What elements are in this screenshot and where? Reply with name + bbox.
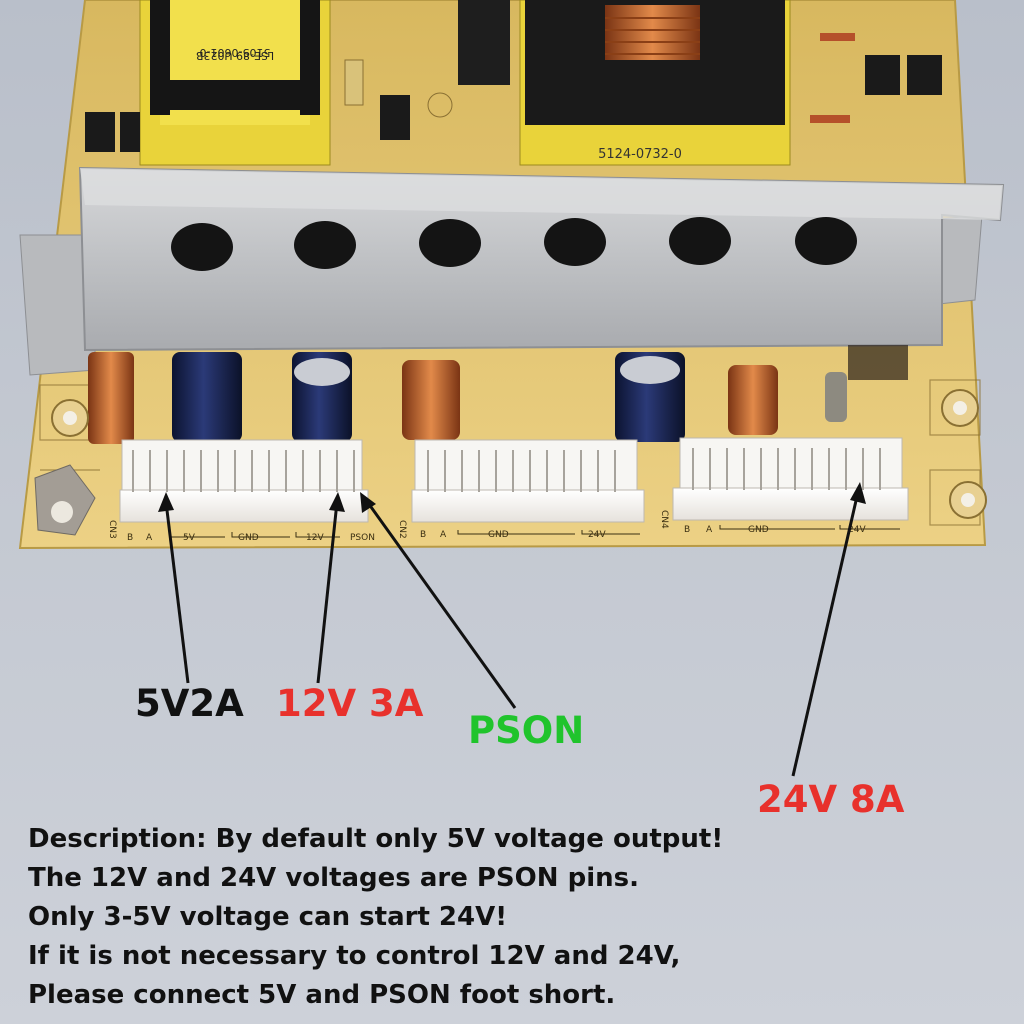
cn3-pin-label: A xyxy=(146,533,153,543)
flyback-code-1: LSE-89 U023B xyxy=(196,49,274,62)
connector-cn2 xyxy=(411,439,645,523)
cn4-pin-label: B xyxy=(684,525,690,535)
cn3-pin-label: PSON xyxy=(350,533,375,543)
connector-cn3 xyxy=(119,439,369,523)
mounting-holes xyxy=(34,389,987,536)
annotation-arrows xyxy=(158,482,866,777)
transformer-code: 5124-0732-0 xyxy=(598,147,682,162)
callout-24v-8a: 24V 8A xyxy=(757,778,905,821)
heatsink-hole xyxy=(795,217,857,265)
heatsink-hole xyxy=(294,221,356,269)
cn4-pin-label: GND xyxy=(748,525,769,535)
small-components xyxy=(85,0,942,152)
cn3-pin-label: 5V xyxy=(183,533,196,543)
cn4-id: CN4 xyxy=(659,510,669,529)
callout-5v-2a: 5V2A xyxy=(135,682,244,725)
heatsink-hole xyxy=(419,219,481,267)
description-line: Only 3-5V voltage can start 24V! xyxy=(28,902,508,932)
callout-pson: PSON xyxy=(468,709,585,752)
callout-12v-3a: 12V 3A xyxy=(276,682,424,725)
flyback-code-2: 5105-0601-0 xyxy=(200,46,271,59)
cn3-pin-label: B xyxy=(127,533,133,543)
cn2-pin-label: GND xyxy=(488,530,509,540)
main-transformer: 5124-0732-0 xyxy=(519,0,791,166)
cn2-pin-label: 24V xyxy=(588,530,606,540)
connector-cn4 xyxy=(672,437,909,521)
aluminum-heatsink xyxy=(19,166,1005,376)
cn2-pin-label: A xyxy=(440,530,447,540)
heatsink-hole xyxy=(171,223,233,271)
cn3-pin-label: GND xyxy=(238,533,259,543)
flyback-transformer: LSE-89 U023B 5105-0601-0 xyxy=(139,0,331,166)
description-line: Description: By default only 5V voltage … xyxy=(28,824,724,854)
cn4-pin-label: 24V xyxy=(848,525,866,535)
cn4-pin-label: A xyxy=(706,525,713,535)
cn3-pin-label: 12V xyxy=(306,533,324,543)
description-line: If it is not necessary to control 12V an… xyxy=(28,941,681,971)
description-text: Description: By default only 5V voltage … xyxy=(28,820,1008,1015)
cn2-pin-label: B xyxy=(420,530,426,540)
heatsink-hole xyxy=(544,218,606,266)
description-line: The 12V and 24V voltages are PSON pins. xyxy=(28,863,639,893)
cn2-id: CN2 xyxy=(397,520,407,539)
cn3-id: CN3 xyxy=(107,520,117,539)
output-filter-components xyxy=(88,345,908,444)
description-line: Please connect 5V and PSON foot short. xyxy=(28,980,616,1010)
heatsink-hole xyxy=(669,217,731,265)
